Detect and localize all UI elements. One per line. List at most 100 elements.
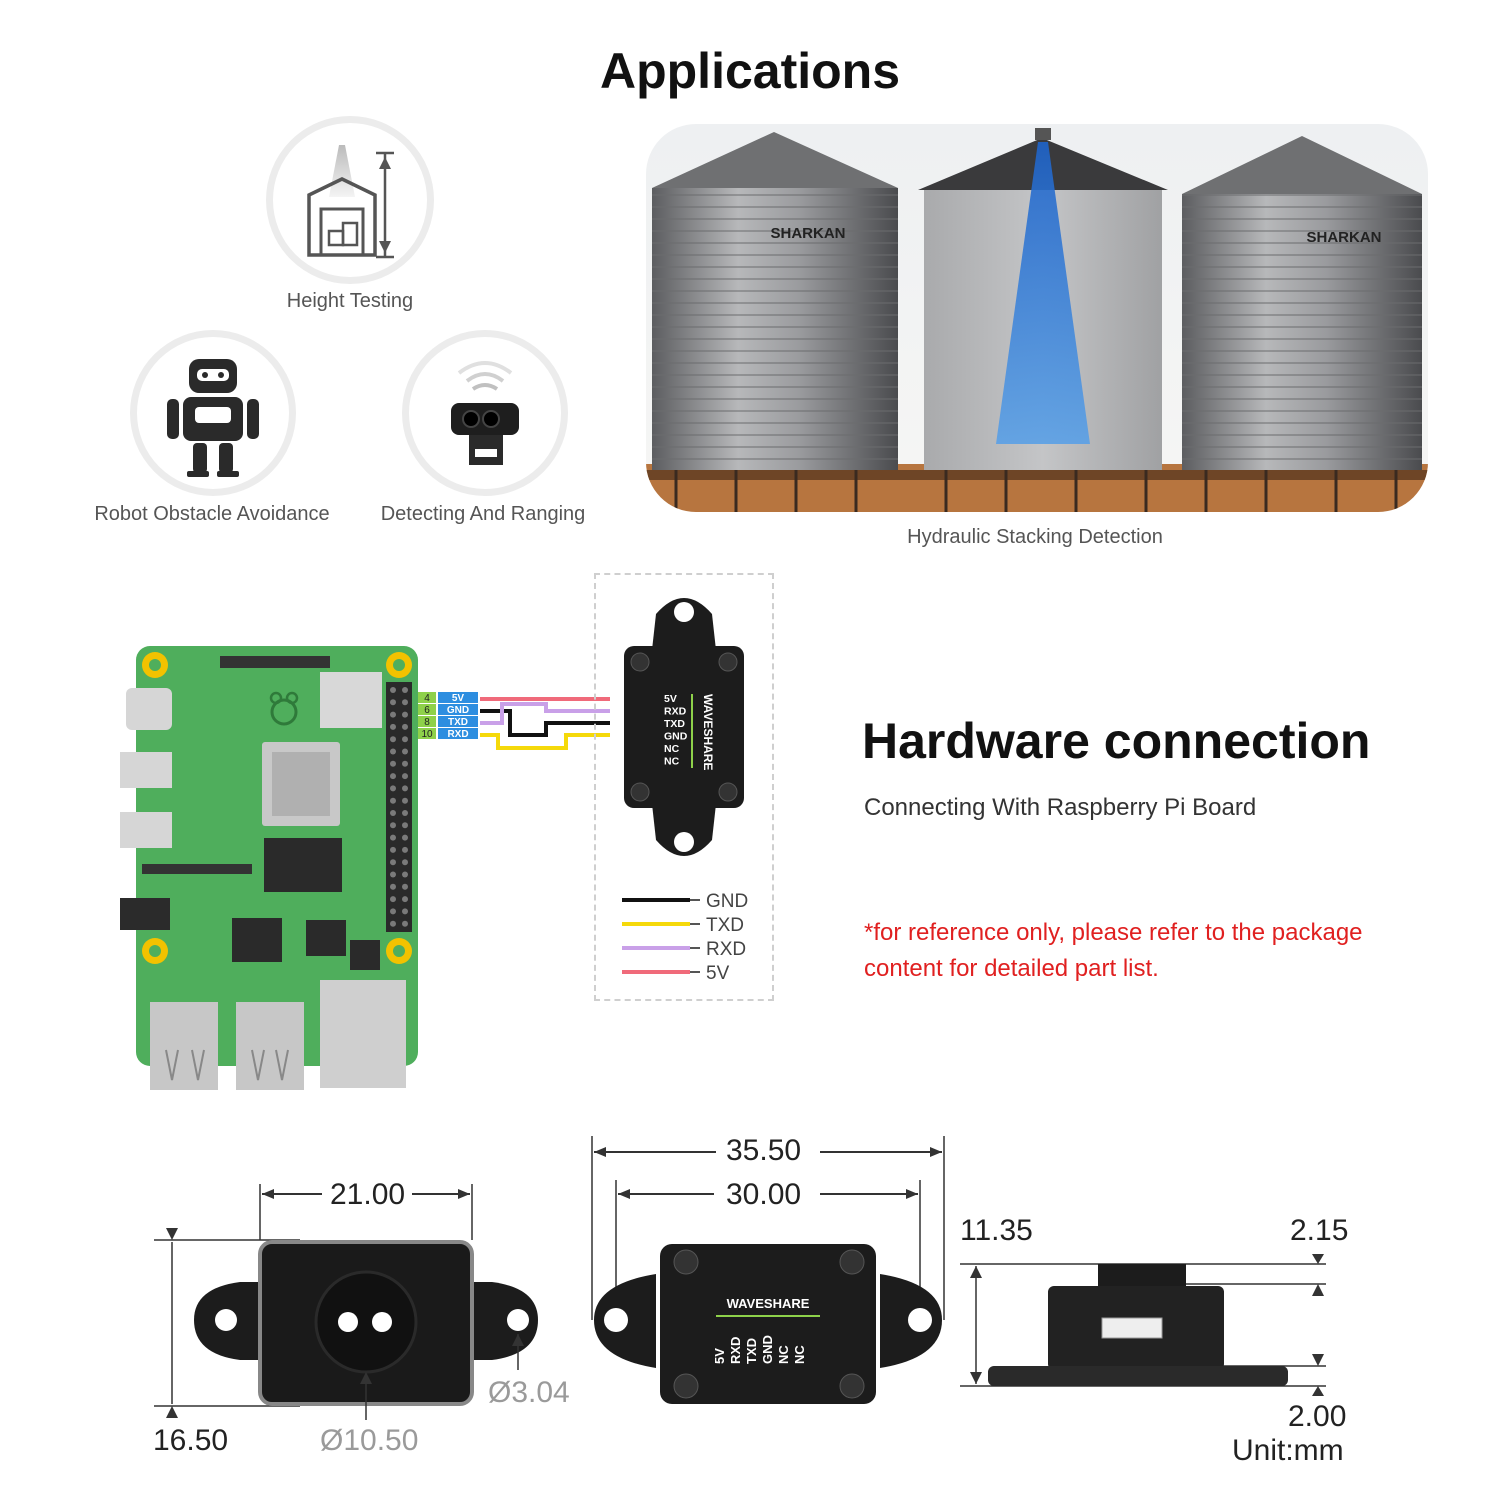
pin-signal: TXD [448,717,468,728]
dim-front-width: 21.00 [330,1178,406,1211]
page-title: Applications [599,43,901,99]
height-testing-label: Height Testing [286,290,414,312]
pin-number-box [418,692,436,703]
silo-brand-right: SHARKAN [1307,229,1382,246]
gpio-pin [390,834,396,841]
gpio-pin [402,834,408,841]
gpio-pin [402,687,408,693]
pin-number: 10 [421,729,433,740]
gpio-pin [402,883,408,890]
pin-signal: GND [447,705,469,716]
connection-wires [480,697,610,750]
front-view-drawing [154,1184,538,1420]
wire-legend: GND TXD RXD 5V [622,891,748,984]
pin-signal: 5V [452,693,465,704]
gpio-pin [402,810,408,816]
gpio-pin [402,736,408,743]
gpio-pin [402,920,408,927]
gpio-pin [402,846,408,853]
gpio-pin [390,687,396,693]
legend-label: RXD [706,939,746,960]
gpio-pin [390,908,396,915]
legend-label: GND [706,891,748,912]
gpio-pin [402,748,408,755]
pin-number-box [418,728,436,739]
gpio-pin [402,711,408,718]
gpio-pin [390,797,396,804]
reference-note: *for reference only, please refer to the… [864,919,1363,982]
detecting-icon-circle [402,330,568,496]
gpio-pin [390,748,396,755]
gpio-pin [402,859,408,866]
module-pin-label: 5V [664,693,677,705]
gpio-pin [402,773,408,780]
gpio-pin [402,908,408,915]
dim-front-height: 16.50 [153,1424,229,1457]
gpio-pin-labels: 4 5V 6 GND 8 TXD 10 RXD [418,692,478,740]
gpio-pin [390,699,396,706]
drawing-pin-label: GND [760,1335,775,1364]
gpio-pin [402,871,408,878]
gpio-pin [390,723,396,730]
dim-side-top: 2.15 [1290,1214,1349,1247]
warehouse-height-icon [307,145,394,259]
drawing-pin-label: NC [776,1345,791,1364]
height-testing-icon-circle [266,116,434,284]
robot-obstacle-label: Robot Obstacle Avoidance [94,503,330,525]
dim-side-base: 2.00 [1288,1400,1347,1433]
pin-signal-box [438,728,478,739]
sensor-ranging-icon [451,361,519,465]
dim-hole-diameter: Ø3.04 [488,1376,570,1409]
gpio-pin [402,699,408,706]
dim-lens-diameter: Ø10.50 [320,1424,419,1457]
gpio-pin [390,883,396,890]
module-pin-label: TXD [664,718,685,730]
gpio-pin [390,785,396,792]
silo-photo: SHARKAN SHARKAN [646,124,1428,512]
gpio-pin [390,760,396,767]
drawing-pin-label: RXD [728,1337,743,1364]
hardware-connection-title: Hardware connection [862,713,1371,769]
detecting-ranging-label: Detecting And Ranging [380,503,586,525]
hydraulic-stacking-label: Hydraulic Stacking Detection [907,526,1163,548]
pin-signal-box [438,704,478,715]
gpio-pin [390,736,396,743]
gpio-pin [402,785,408,792]
gpio-pin [390,810,396,816]
pin-signal: RXD [447,729,468,740]
pin-number-box [418,716,436,727]
drawing-pin-label: TXD [744,1338,759,1364]
module-dashed-frame [594,573,774,1001]
legend-label: 5V [706,963,730,984]
pin-number: 4 [424,693,430,704]
pin-signal-box [438,692,478,703]
gpio-pin [390,822,396,829]
side-view-drawing [960,1254,1326,1396]
module-pin-label: NC [664,756,680,768]
module-pin-label: GND [664,731,688,743]
drawing-pin-label: 5V [712,1348,727,1364]
gpio-pin [402,822,408,829]
gpio-pin [390,859,396,866]
gpio-pin [390,711,396,718]
gpio-pin [390,896,396,903]
gpio-pin [390,920,396,927]
gpio-pin [390,846,396,853]
pin-number-box [418,704,436,715]
robot-icon [167,359,259,477]
drawing-pin-label: NC [792,1345,807,1364]
dim-back-total-width: 35.50 [726,1134,802,1167]
gpio-pin [390,773,396,780]
silo-brand-left: SHARKAN [771,225,846,242]
module-brand-label: WAVESHARE [701,694,715,770]
dim-side-height: 11.35 [960,1214,1033,1247]
gpio-pin [402,797,408,804]
pin-number: 8 [424,717,430,728]
gpio-pin [402,896,408,903]
unit-label: Unit:mm [1232,1434,1344,1467]
pin-number: 6 [424,705,430,716]
legend-label: TXD [706,915,744,936]
dim-back-hole-spacing: 30.00 [726,1178,802,1211]
